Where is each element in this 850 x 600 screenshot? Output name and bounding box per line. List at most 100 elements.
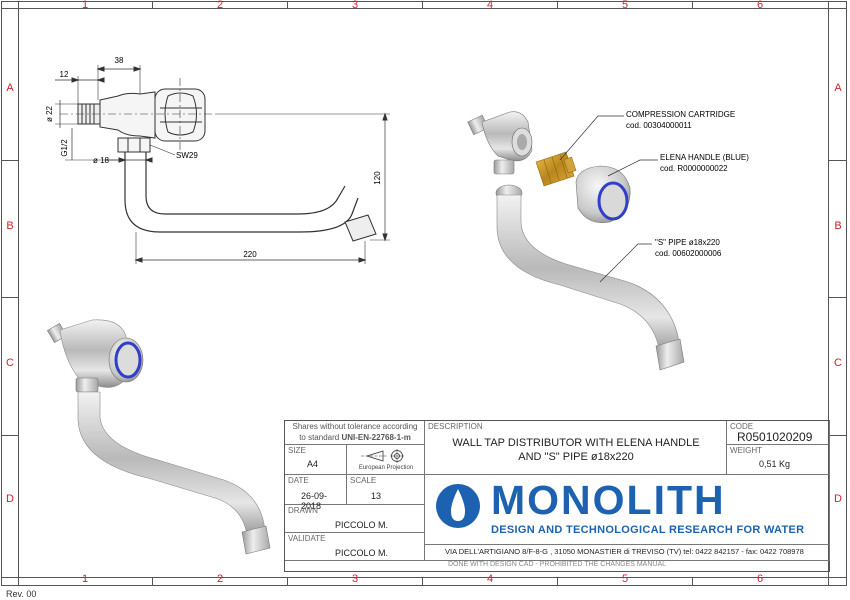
row-divider <box>828 297 846 298</box>
dim-220-label: 220 <box>243 250 257 259</box>
tolerance-standard: UNI-EN-22768-1-m <box>341 433 411 442</box>
date-value: 26-09-2018 <box>301 491 328 511</box>
compression-cartridge-part <box>535 151 577 187</box>
dimensioned-view <box>55 65 390 264</box>
col-divider <box>287 1 288 9</box>
zone-row-c: C <box>6 357 14 369</box>
drawn-label: DRAWN <box>288 506 318 515</box>
description-cell: DESCRIPTION WALL TAP DISTRIBUTOR WITH EL… <box>425 421 727 475</box>
border-rule-bottom <box>1 577 847 578</box>
zone-row-a-right: A <box>834 82 842 94</box>
zone-col-1-bottom: 1 <box>81 573 89 585</box>
date-cell: DATE 26-09-2018 <box>285 475 347 511</box>
dim-38-label: 38 <box>115 56 124 65</box>
validate-value: PICCOLO M. <box>335 548 389 558</box>
code-label: CODE <box>730 422 754 431</box>
dim-120-label: 120 <box>373 171 382 185</box>
code-cell: CODE R0501020209 <box>727 421 830 445</box>
projection-symbol-icon <box>361 449 404 463</box>
date-label: DATE <box>288 476 309 485</box>
zone-row-d-right: D <box>834 493 842 505</box>
revision-label: Rev. 00 <box>6 589 37 599</box>
col-divider <box>422 577 423 586</box>
row-divider <box>828 160 846 161</box>
zone-col-4-bottom: 4 <box>486 573 494 585</box>
callout-handle-code: cod. R0000000022 <box>660 164 728 173</box>
drawing-frame <box>1 1 847 586</box>
monolith-drop-logo-icon <box>436 484 480 528</box>
zone-col-5-bottom: 5 <box>621 573 629 585</box>
validate-label: VALIDATE <box>288 534 326 543</box>
company-tagline: DESIGN AND TECHNOLOGICAL RESEARCH FOR WA… <box>491 524 805 536</box>
tolerance-prefix: to standard <box>299 433 340 442</box>
description-line2: AND "S" PIPE ø18x220 <box>518 451 634 463</box>
dim-12-label: 12 <box>60 70 69 79</box>
zone-col-6: 6 <box>756 0 764 11</box>
drawn-value: PICCOLO M. <box>335 520 389 530</box>
border-rule-top <box>1 8 847 9</box>
projection-cell: European Projection <box>347 445 425 475</box>
size-cell: SIZE A4 <box>285 445 347 475</box>
tolerance-line1: Shares without tolerance according <box>292 422 418 431</box>
code-value: R0501020209 <box>737 430 813 444</box>
callout-pipe-code: cod. 00602000006 <box>655 249 722 258</box>
size-value: A4 <box>307 459 319 469</box>
row-divider <box>1 435 18 436</box>
zone-row-b: B <box>6 220 14 232</box>
zone-col-3: 3 <box>351 0 359 11</box>
zone-row-a: A <box>6 82 14 94</box>
dim-g12-label: G1/2 <box>60 139 69 157</box>
description-line1: WALL TAP DISTRIBUTOR WITH ELENA HANDLE <box>452 437 700 449</box>
row-divider <box>1 297 18 298</box>
border-rule-left <box>18 1 19 586</box>
dim-phi18-label: ø 18 <box>93 156 110 165</box>
zone-row-c-right: C <box>834 357 842 369</box>
col-divider <box>152 1 153 9</box>
col-divider <box>692 1 693 9</box>
dim-sw29-label: SW29 <box>176 151 198 160</box>
zone-col-4: 4 <box>486 0 494 11</box>
s-pipe-part <box>495 184 685 371</box>
scale-label: SCALE <box>350 476 377 485</box>
tolerance-line2: to standard UNI-EN-22768-1-m <box>287 433 423 442</box>
scale-cell: SCALE 13 <box>347 475 425 505</box>
row-divider <box>828 435 846 436</box>
company-name: MONOLITH <box>491 477 726 523</box>
validate-cell: VALIDATE PICCOLO M. <box>285 533 425 561</box>
weight-value: 0,51 Kg <box>759 459 791 469</box>
callout-cartridge-name: COMPRESSION CARTRIDGE <box>626 110 735 119</box>
footer-note: DONE WITH DESIGN CAD - PROHIBITED THE CH… <box>447 561 667 568</box>
zone-col-3-bottom: 3 <box>351 573 359 585</box>
col-divider <box>557 1 558 9</box>
dim-phi22-label: ø 22 <box>45 105 54 122</box>
zone-row-b-right: B <box>834 220 842 232</box>
tap-body-part <box>467 111 533 175</box>
zone-col-5: 5 <box>621 0 629 11</box>
scale-value: 13 <box>371 491 382 501</box>
company-address: VIA DELL'ARTIGIANO 8/F-8-G , 31050 MONAS… <box>445 547 804 556</box>
zone-col-1: 1 <box>81 0 89 11</box>
callout-cartridge-code: cod. 00304000011 <box>626 121 692 130</box>
col-divider <box>422 1 423 9</box>
callout-pipe-name: "S" PIPE ø18x220 <box>655 238 720 247</box>
address-cell: VIA DELL'ARTIGIANO 8/F-8-G , 31050 MONAS… <box>425 545 830 561</box>
zone-col-6-bottom: 6 <box>756 573 764 585</box>
col-divider <box>152 577 153 586</box>
col-divider <box>287 577 288 586</box>
callout-handle-name: ELENA HANDLE (BLUE) <box>660 153 749 162</box>
weight-cell: WEIGHT 0,51 Kg <box>727 445 830 475</box>
col-divider <box>557 577 558 586</box>
description-label: DESCRIPTION <box>428 422 483 431</box>
assembled-view <box>47 319 271 555</box>
col-divider <box>692 577 693 586</box>
drawn-cell: DRAWN PICCOLO M. <box>285 505 425 533</box>
zone-row-d: D <box>6 493 14 505</box>
tolerance-cell: Shares without tolerance according to st… <box>285 421 425 445</box>
projection-label: European Projection <box>358 465 414 471</box>
zone-col-2-bottom: 2 <box>216 573 224 585</box>
zone-col-2: 2 <box>216 0 224 11</box>
exploded-view <box>467 111 685 371</box>
elena-handle-part <box>575 165 631 223</box>
border-rule-right <box>828 1 829 586</box>
